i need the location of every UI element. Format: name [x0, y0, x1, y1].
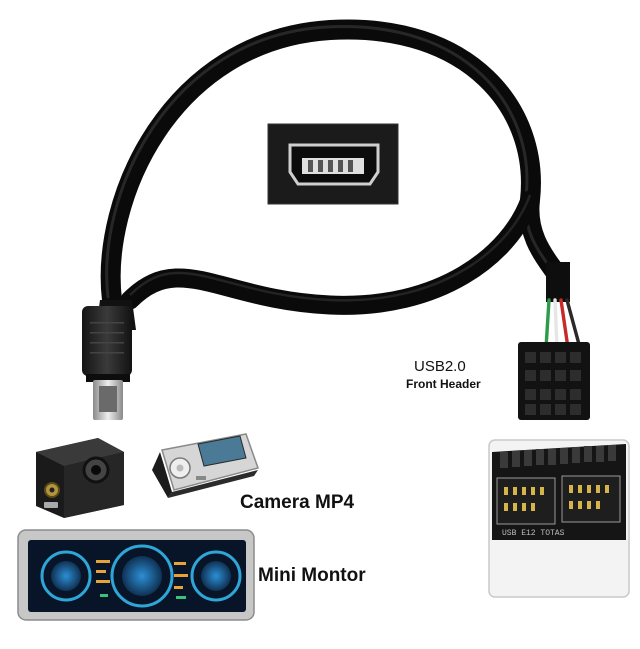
- usb2-label: USB2.0: [414, 358, 466, 375]
- mini-monitor-label: Mini Montor: [258, 565, 366, 586]
- motherboard-header-photo: USB E12 TOTAS: [488, 439, 630, 598]
- mini-monitor-display: [17, 529, 255, 621]
- usb-front-header-connector: [518, 262, 590, 420]
- mini-usb-port-closeup: [267, 123, 399, 205]
- motherboard-silkscreen: USB E12 TOTAS: [502, 529, 565, 538]
- mp4-player: [152, 433, 259, 498]
- usb-cable: [100, 19, 567, 315]
- camera-mp4-label: Camera MP4: [240, 492, 355, 513]
- camera-module: [36, 438, 124, 518]
- mini-usb-plug: [82, 300, 136, 420]
- front-header-label: Front Header: [406, 377, 481, 391]
